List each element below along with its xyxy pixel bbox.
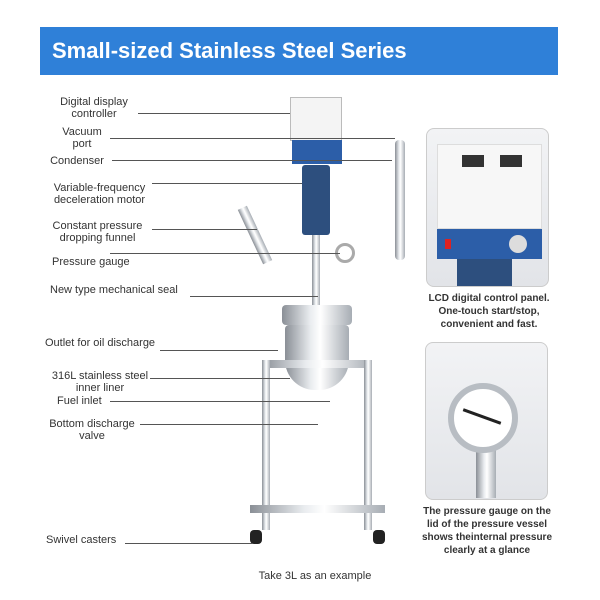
shaft bbox=[312, 235, 320, 310]
gauge-stem bbox=[476, 438, 496, 498]
label-fuel-inlet: Fuel inlet bbox=[57, 395, 102, 407]
pressure-gauge-photo bbox=[425, 342, 548, 500]
frame-top bbox=[262, 360, 372, 368]
leader-line bbox=[112, 160, 392, 161]
leader-line bbox=[138, 113, 290, 114]
leader-line bbox=[152, 183, 302, 184]
lcd-display bbox=[500, 155, 522, 167]
frame-leg-left bbox=[262, 360, 270, 530]
condenser bbox=[395, 140, 405, 260]
label-bottom-valve: Bottom discharge valve bbox=[49, 418, 135, 442]
vessel bbox=[285, 325, 349, 390]
pressure-gauge-caption: The pressure gauge on the lid of the pre… bbox=[421, 506, 553, 556]
label-vacuum-port: Vacuum port bbox=[62, 126, 102, 150]
leader-line bbox=[110, 138, 395, 139]
leader-line bbox=[160, 350, 278, 351]
knob-icon bbox=[509, 235, 527, 253]
lcd-display bbox=[462, 155, 484, 167]
dropping-funnel bbox=[237, 205, 273, 265]
label-dropping-funnel: Constant pressure dropping funnel bbox=[52, 220, 143, 244]
panel-face bbox=[437, 144, 542, 229]
label-motor: Variable-frequency deceleration motor bbox=[53, 182, 146, 206]
lid bbox=[282, 305, 352, 325]
leader-line bbox=[190, 296, 318, 297]
leader-line bbox=[140, 424, 318, 425]
leader-line bbox=[110, 401, 330, 402]
power-switch-icon bbox=[445, 239, 451, 249]
control-panel-caption: LCD digital control panel. One-touch sta… bbox=[428, 293, 550, 330]
page-banner: Small-sized Stainless Steel Series bbox=[40, 27, 558, 75]
label-mechanical-seal: New type mechanical seal bbox=[50, 284, 178, 296]
motor bbox=[302, 165, 330, 235]
caster-left bbox=[250, 530, 262, 544]
leader-line bbox=[125, 543, 253, 544]
gauge-needle bbox=[462, 408, 502, 425]
label-inner-liner: 316L stainless steel inner liner bbox=[51, 370, 149, 394]
label-condenser: Condenser bbox=[50, 155, 104, 167]
label-pressure-gauge: Pressure gauge bbox=[52, 256, 130, 268]
leader-line bbox=[150, 378, 290, 379]
leader-line bbox=[110, 253, 340, 254]
frame-leg-right bbox=[364, 360, 372, 530]
frame-base bbox=[250, 505, 385, 513]
gauge-dial bbox=[448, 383, 518, 453]
leader-line bbox=[152, 229, 257, 230]
caster-right bbox=[373, 530, 385, 544]
label-swivel-casters: Swivel casters bbox=[46, 534, 117, 546]
banner-title: Small-sized Stainless Steel Series bbox=[52, 38, 407, 63]
label-oil-outlet: Outlet for oil discharge bbox=[45, 337, 156, 349]
label-digital-display-controller: Digital display controller bbox=[60, 96, 128, 120]
motor-top bbox=[457, 259, 512, 286]
caption: Take 3L as an example bbox=[258, 570, 372, 582]
control-panel-photo bbox=[426, 128, 549, 287]
panel-base bbox=[437, 229, 542, 259]
controller-box bbox=[290, 97, 342, 141]
